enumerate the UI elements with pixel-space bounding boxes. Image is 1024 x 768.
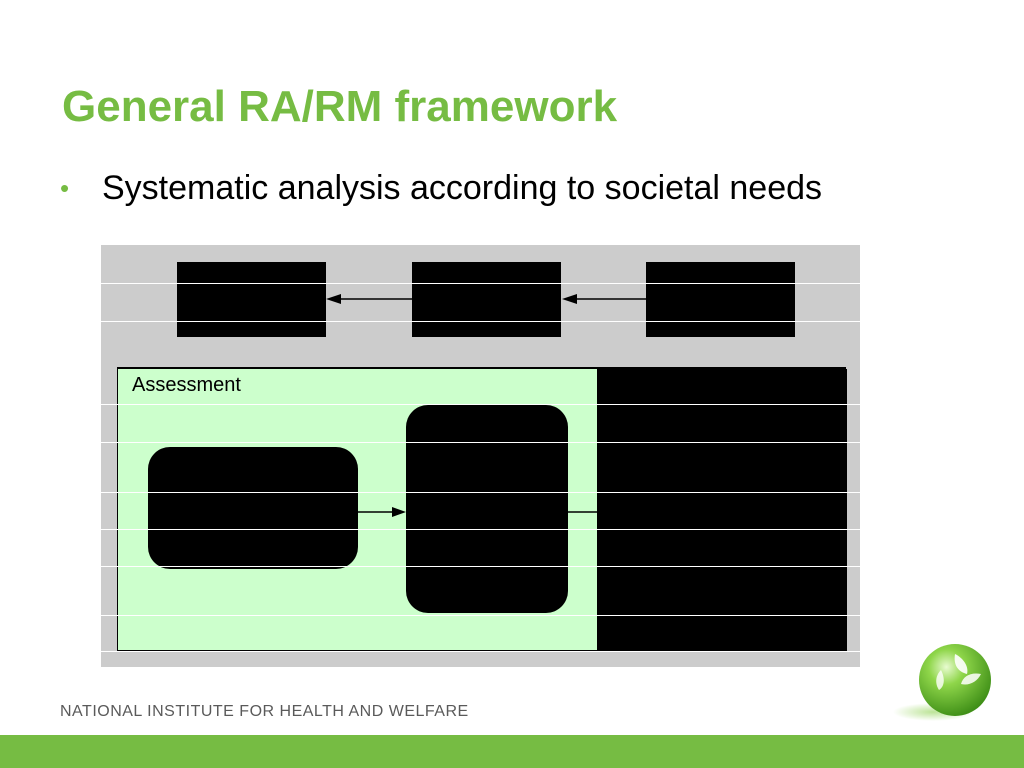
assessment-label: Assessment (132, 374, 241, 396)
top-box-middle (412, 262, 561, 337)
footer-organization: NATIONAL INSTITUTE FOR HEALTH AND WELFAR… (60, 703, 469, 720)
assessment-box-middle (406, 405, 568, 613)
top-box-left (177, 262, 326, 337)
top-arrows (326, 294, 646, 304)
assessment-box-left (148, 447, 358, 569)
assessment-arrows (358, 507, 597, 517)
arrowhead-left (326, 294, 341, 304)
bullet-dot-icon: • (60, 173, 70, 203)
footer-bar (0, 735, 1024, 768)
slide-title: General RA/RM framework (62, 82, 618, 131)
assessment-panel: Assessment (117, 367, 847, 652)
arrowhead-middle-box (392, 507, 406, 517)
bullet-text: Systematic analysis according to societa… (102, 169, 823, 207)
dark-panel (597, 369, 847, 652)
green-sphere-logo-icon (893, 644, 991, 721)
framework-diagram: Assessment (101, 245, 860, 667)
top-box-right (646, 262, 795, 337)
arrowhead-middle (562, 294, 577, 304)
